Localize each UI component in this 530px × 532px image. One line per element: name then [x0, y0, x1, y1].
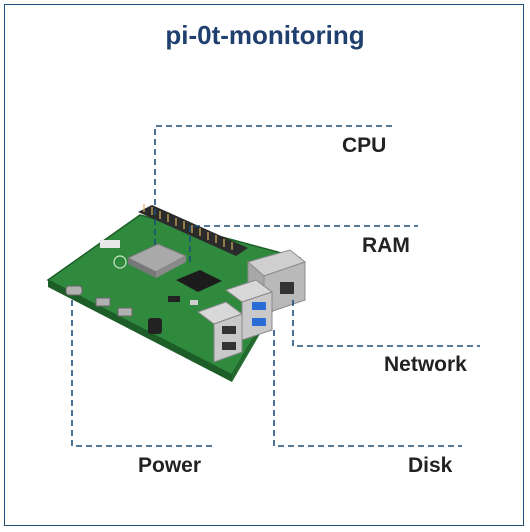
- usb3-ports: [224, 279, 274, 341]
- cpu-label: CPU: [342, 134, 387, 157]
- diagram-title: pi-0t-monitoring: [165, 20, 365, 50]
- gpio-header: [138, 204, 248, 256]
- micro-hdmi-port-1: [95, 297, 111, 307]
- raspberry-pi-board: [46, 204, 307, 382]
- ethernet-port: [246, 249, 307, 316]
- ram-chip: [176, 270, 222, 292]
- power-label: Power: [138, 454, 202, 477]
- ram-connector: [189, 225, 418, 262]
- disk-connector: [273, 330, 462, 447]
- network-connector: [292, 300, 480, 347]
- ram-label: RAM: [362, 234, 410, 257]
- usb-c-power-port: [65, 285, 83, 296]
- micro-hdmi-port-2: [117, 307, 133, 317]
- audio-jack: [148, 318, 162, 334]
- usb2-ports: [196, 301, 244, 363]
- disk-label: Disk: [408, 454, 453, 477]
- power-connector: [71, 300, 212, 447]
- network-label: Network: [384, 353, 467, 376]
